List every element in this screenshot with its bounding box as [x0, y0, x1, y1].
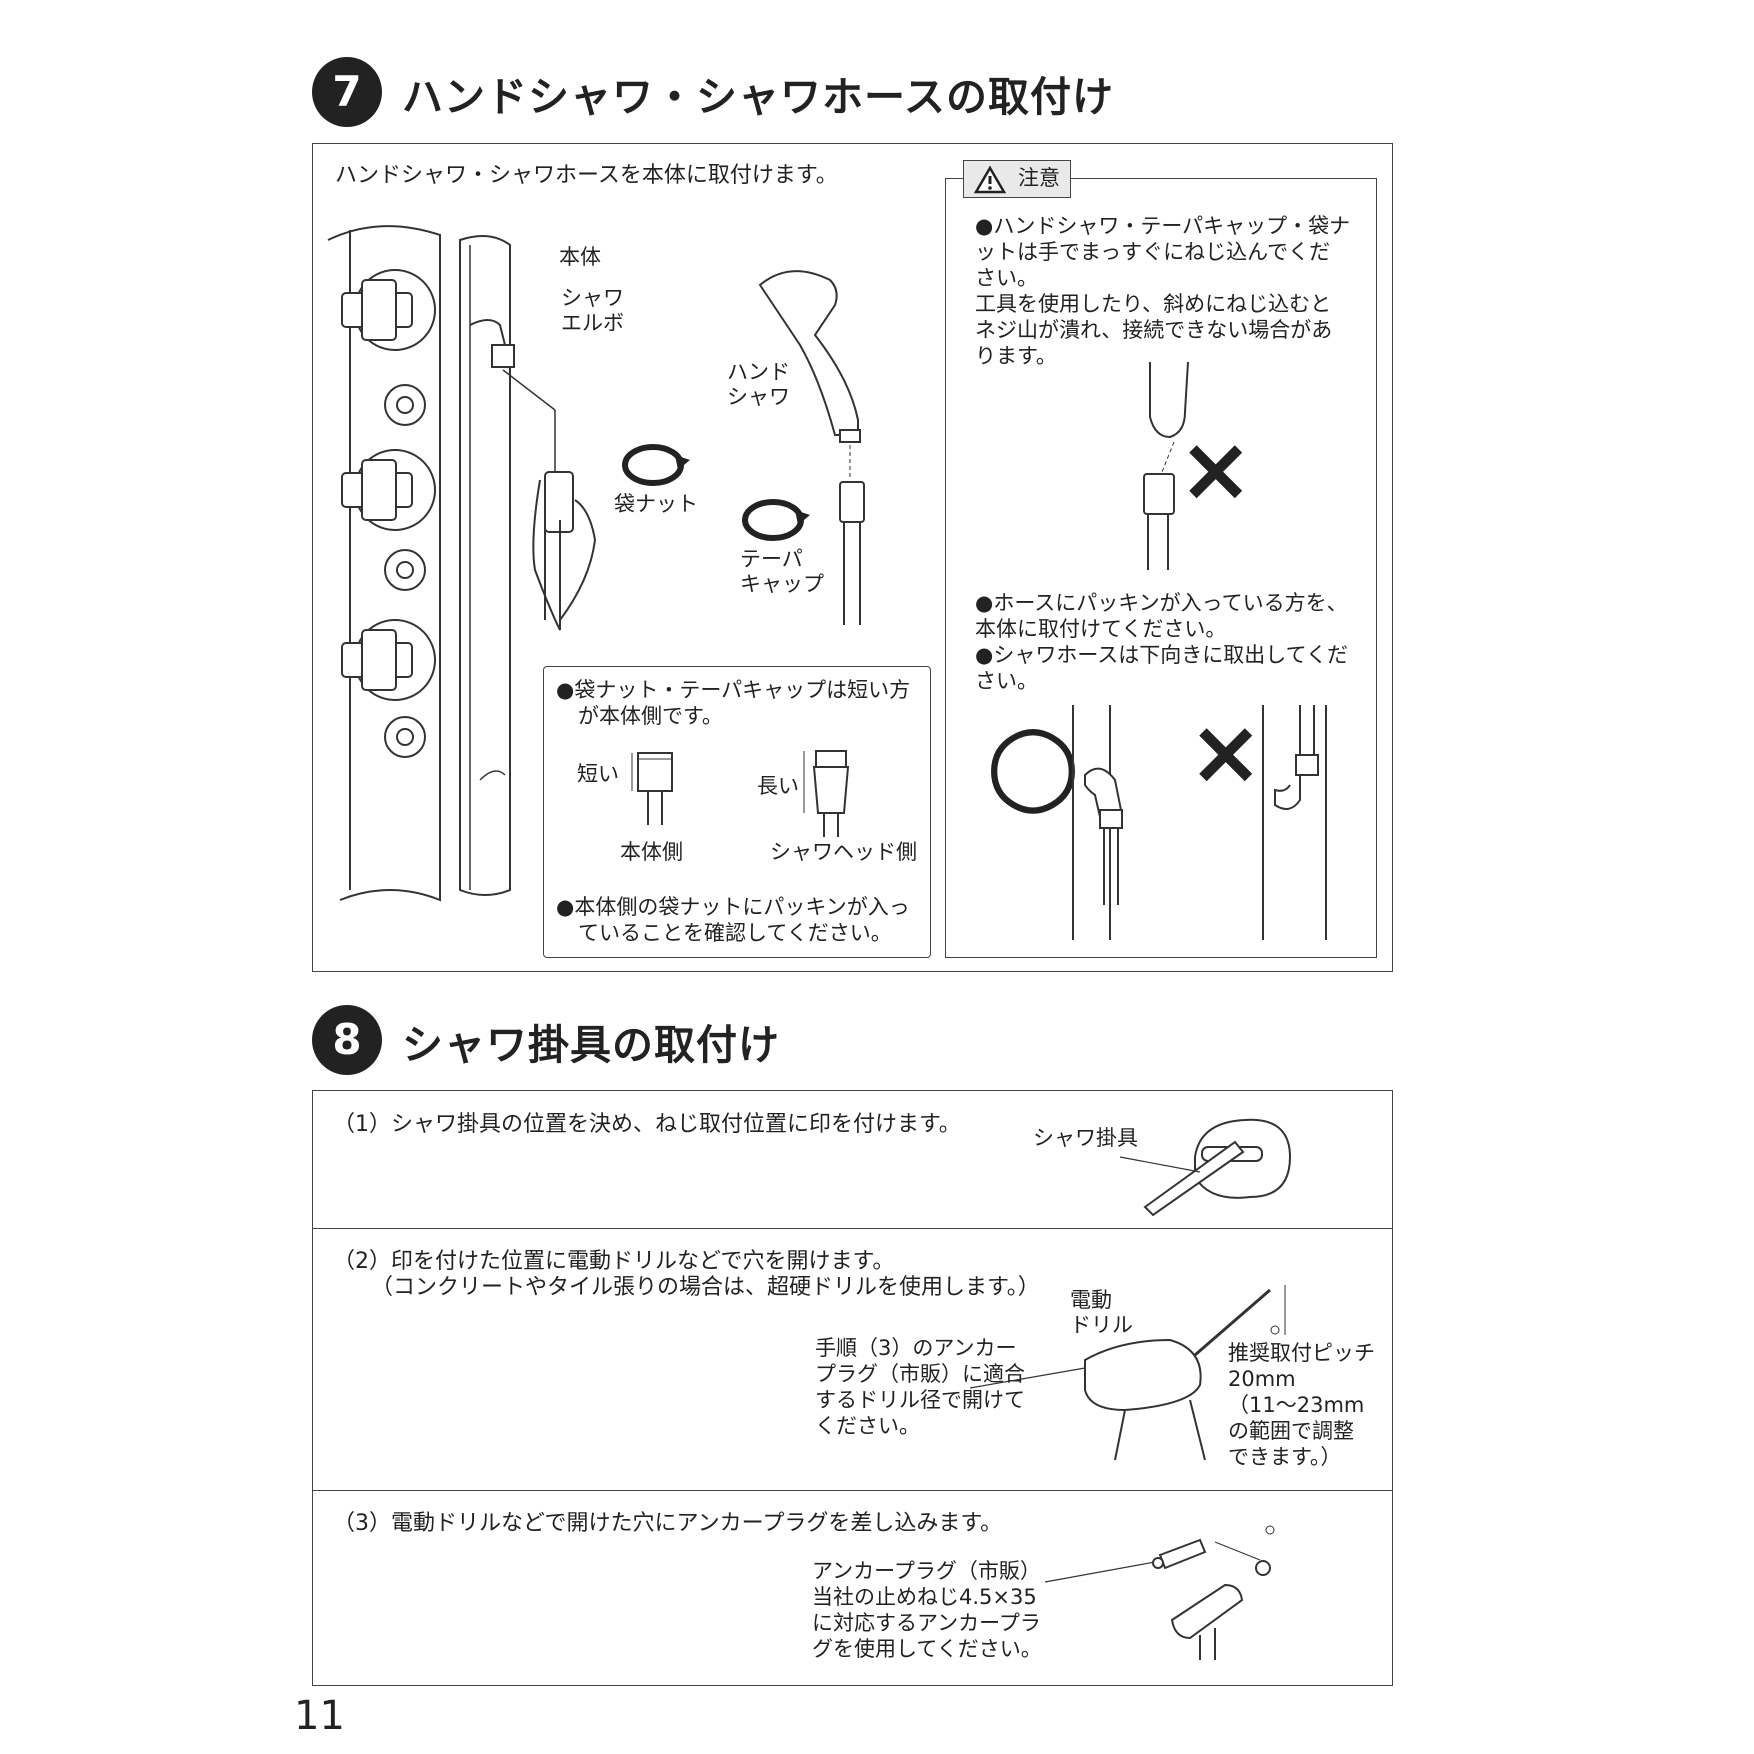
step2-sub: （コンクリートやタイル張りの場合は、超硬ドリルを使用します。） — [371, 1275, 1040, 1300]
section8-frame — [312, 1090, 1393, 1686]
handshower-illustration — [758, 270, 865, 625]
label-short: 短い — [577, 762, 619, 786]
label-head-side: シャワヘッド側 — [770, 840, 917, 864]
wrong-hose-illustration — [1262, 705, 1327, 940]
caution-box — [945, 178, 1377, 958]
step1-text: （1）シャワ掛具の位置を決め、ねじ取付位置に印を付けます。 — [333, 1112, 961, 1137]
ng-mark-2: × — [1188, 700, 1264, 805]
inner-note-box — [543, 666, 931, 958]
inner-note-line2: が本体側です。 — [578, 704, 723, 728]
drill-illustration — [969, 1285, 1286, 1461]
divider-1 — [312, 1228, 1392, 1229]
warning-icon — [973, 165, 1007, 194]
ok-mark: ○ — [985, 698, 1081, 826]
short-nut-illustration — [631, 752, 673, 825]
divider-2 — [312, 1490, 1392, 1491]
label-long: 長い — [757, 774, 799, 798]
caution-text-2: ●ホースにパッキンが入っている方を、 本体に取付けてください。 ●シャワホースは… — [975, 591, 1349, 693]
step3-text: （3）電動ドリルなどで開けた穴にアンカープラグを差し込みます。 — [333, 1511, 1003, 1536]
section7-title: ハンドシャワ・シャワホースの取付け — [402, 73, 1114, 121]
step2-text: （2）印を付けた位置に電動ドリルなどで穴を開けます。 — [333, 1249, 895, 1274]
long-cap-illustration — [803, 750, 850, 837]
section7-number-badge: 7 — [312, 57, 382, 127]
step2-note: 手順（3）のアンカー プラグ（市販）に適合 するドリル径で開けて ください。 — [815, 1336, 1025, 1438]
label-body-side: 本体側 — [620, 840, 683, 864]
rotate-arrow-icon — [622, 444, 690, 486]
label-shower-holder: シャワ掛具 — [1033, 1126, 1138, 1150]
label-handshower: ハンド シャワ — [727, 360, 790, 409]
caution-title: 注意 — [1018, 166, 1060, 190]
label-body: 本体 — [559, 245, 601, 269]
step3-note: アンカープラグ（市販） 当社の止めねじ4.5×35 に対応するアンカープラ グを… — [812, 1559, 1042, 1661]
ng-mark-1: × — [1178, 417, 1254, 522]
inner-note-line1: ●袋ナット・テーパキャップは短い方 — [556, 678, 911, 702]
step2-pitch: 推奨取付ピッチ 20mm （11～23mm の範囲で調整 できます。） — [1228, 1341, 1375, 1469]
nut-hose-illustration — [544, 520, 561, 620]
anchor-plug-illustration — [1044, 1525, 1275, 1660]
caution-text-1: ●ハンドシャワ・テーパキャップ・袋ナ ットは手でまっすぐにねじ込んでくだ さい。… — [975, 214, 1351, 368]
shower-holder-illustration — [1119, 1118, 1292, 1217]
shower-unit-illustration — [327, 225, 597, 902]
label-taper-cap: テーパ キャップ — [740, 547, 824, 596]
correct-hose-illustration — [1072, 705, 1124, 940]
inner-note-line4: ていることを確認してください。 — [578, 921, 892, 945]
label-drill: 電動 ドリル — [1070, 1288, 1133, 1337]
section7-frame — [312, 143, 1393, 972]
inner-note-line3: ●本体側の袋ナットにパッキンが入っ — [556, 895, 910, 919]
section8-title: シャワ掛具の取付け — [402, 1021, 780, 1069]
label-elbow: シャワ エルボ — [561, 286, 624, 335]
page-number: 11 — [294, 1693, 345, 1739]
caution-wrong-thread-illustration — [1143, 361, 1189, 570]
section8-number-badge: 8 — [312, 1005, 382, 1075]
section7-intro: ハンドシャワ・シャワホースを本体に取付けます。 — [335, 163, 838, 188]
caution-header: 注意 — [963, 160, 1071, 198]
rotate-arrow-icon-2 — [742, 499, 810, 541]
label-nut: 袋ナット — [614, 492, 698, 516]
